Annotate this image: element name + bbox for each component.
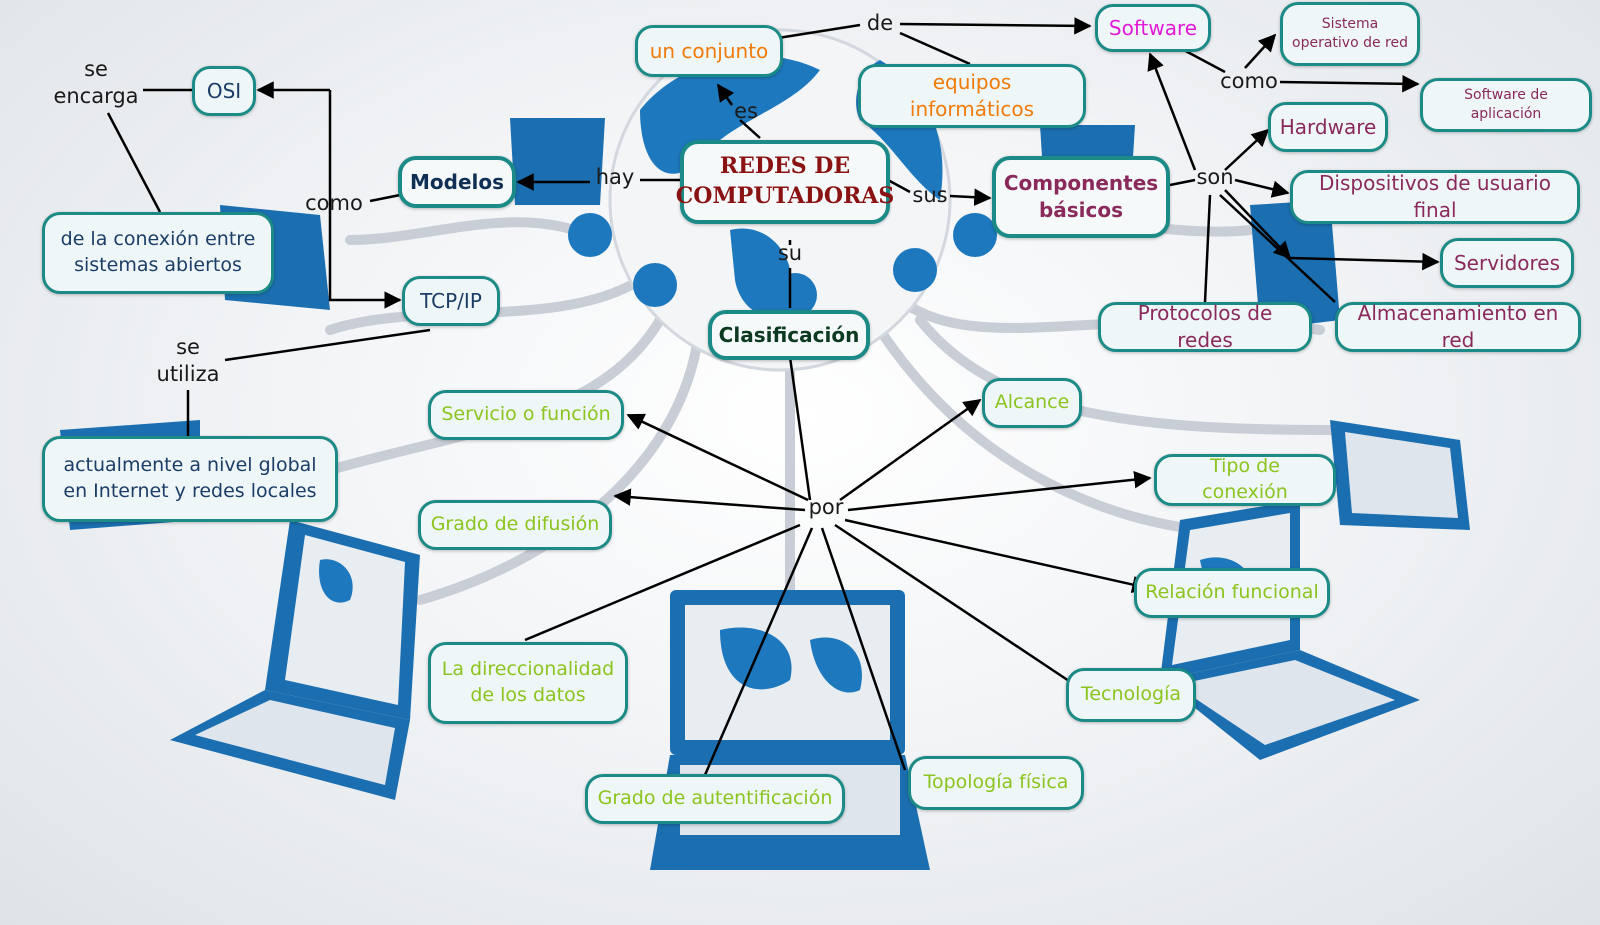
node-tecnologia: Tecnología bbox=[1066, 668, 1196, 722]
node-relacion-funcional: Relación funcional bbox=[1134, 568, 1330, 618]
link-sus: sus bbox=[912, 183, 948, 207]
node-grado-difusion: Grado de difusión bbox=[418, 500, 612, 550]
node-conexion-sistemas: de la conexión entre sistemas abiertos bbox=[42, 212, 274, 294]
node-software-aplicacion: Software de aplicación bbox=[1420, 78, 1592, 132]
node-modelos: Modelos bbox=[398, 156, 516, 208]
node-topologia-fisica: Topología física bbox=[908, 756, 1084, 810]
node-alcance: Alcance bbox=[982, 378, 1082, 428]
node-componentes-basicos: Componentes básicos bbox=[992, 156, 1170, 238]
node-actualmente-global: actualmente a nivel global en Internet y… bbox=[42, 436, 338, 522]
node-software: Software bbox=[1095, 4, 1211, 52]
link-es: es bbox=[734, 99, 758, 123]
link-su: su bbox=[777, 241, 803, 265]
node-clasificacion: Clasificación bbox=[708, 310, 870, 360]
node-root: REDES DE COMPUTADORAS bbox=[676, 140, 894, 224]
node-protocolos-redes: Protocolos de redes bbox=[1098, 301, 1312, 352]
link-de: de bbox=[866, 11, 894, 35]
node-tipo-conexion: Tipo de conexión bbox=[1154, 454, 1336, 506]
node-osi: OSI bbox=[192, 66, 256, 116]
node-almacenamiento-red: Almacenamiento en red bbox=[1335, 301, 1581, 352]
laptop-icon bbox=[1330, 420, 1470, 530]
node-tcp-ip: TCP/IP bbox=[402, 276, 500, 326]
node-direccionalidad-datos: La direccionalidad de los datos bbox=[428, 642, 628, 724]
link-como-modelos: como bbox=[305, 191, 363, 215]
node-hardware: Hardware bbox=[1268, 102, 1388, 152]
link-se-utiliza: se utiliza bbox=[156, 335, 220, 387]
node-servidores: Servidores bbox=[1440, 238, 1574, 288]
link-por: por bbox=[808, 495, 844, 519]
link-hay: hay bbox=[595, 165, 635, 189]
link-son: son bbox=[1196, 165, 1234, 189]
node-un-conjunto: un conjunto bbox=[635, 25, 783, 77]
laptop-icon bbox=[170, 520, 420, 800]
node-servicio-funcion: Servicio o función bbox=[428, 390, 624, 440]
node-equipos-informaticos: equipos informáticos bbox=[858, 64, 1086, 128]
node-dispositivos-usuario: Dispositivos de usuario final bbox=[1290, 170, 1580, 224]
link-como-software: como bbox=[1220, 69, 1278, 93]
link-se-encarga: se encarga bbox=[53, 57, 139, 109]
node-sistema-operativo-red: Sistema operativo de red bbox=[1280, 2, 1420, 66]
node-grado-autentificacion: Grado de autentificación bbox=[585, 774, 845, 824]
